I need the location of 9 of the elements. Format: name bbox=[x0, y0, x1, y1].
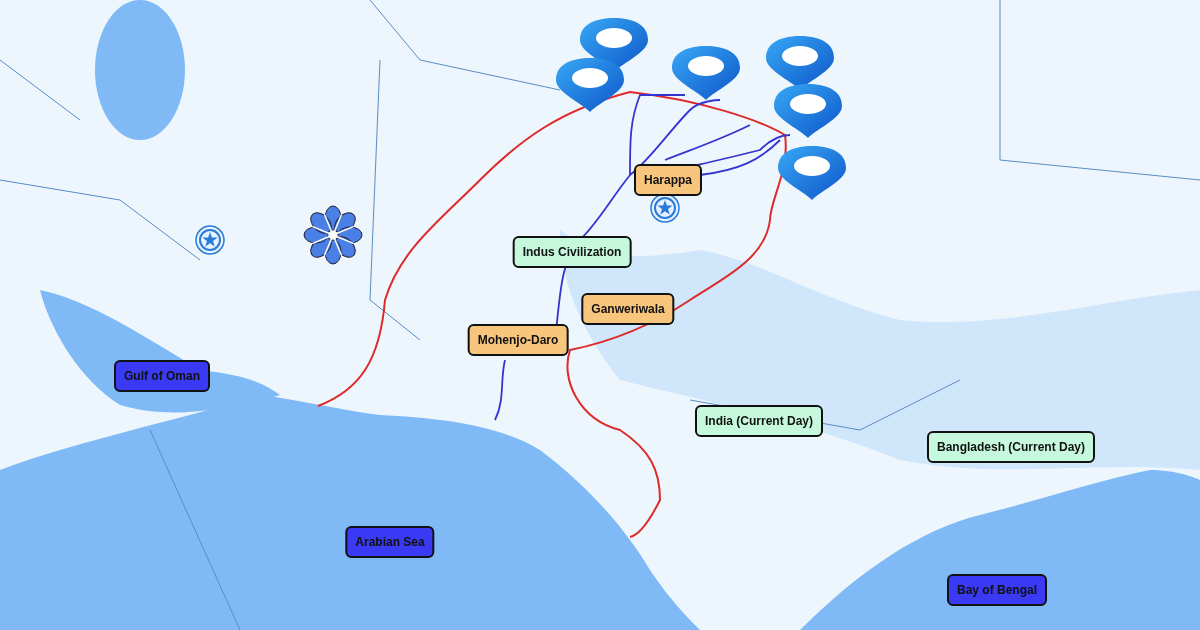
region-label: Indus Civilization bbox=[512, 236, 632, 268]
site-label: Mohenjo-Daro bbox=[467, 324, 569, 356]
water-body-label: Arabian Sea bbox=[345, 526, 435, 558]
site-label: Ganweriwala bbox=[581, 293, 675, 325]
water-body-label: Gulf of Oman bbox=[114, 360, 210, 392]
water-body-label: Bay of Bengal bbox=[947, 574, 1047, 606]
site-label: Harappa bbox=[634, 164, 702, 196]
region-label: India (Current Day) bbox=[695, 405, 823, 437]
region-label: Bangladesh (Current Day) bbox=[927, 431, 1095, 463]
